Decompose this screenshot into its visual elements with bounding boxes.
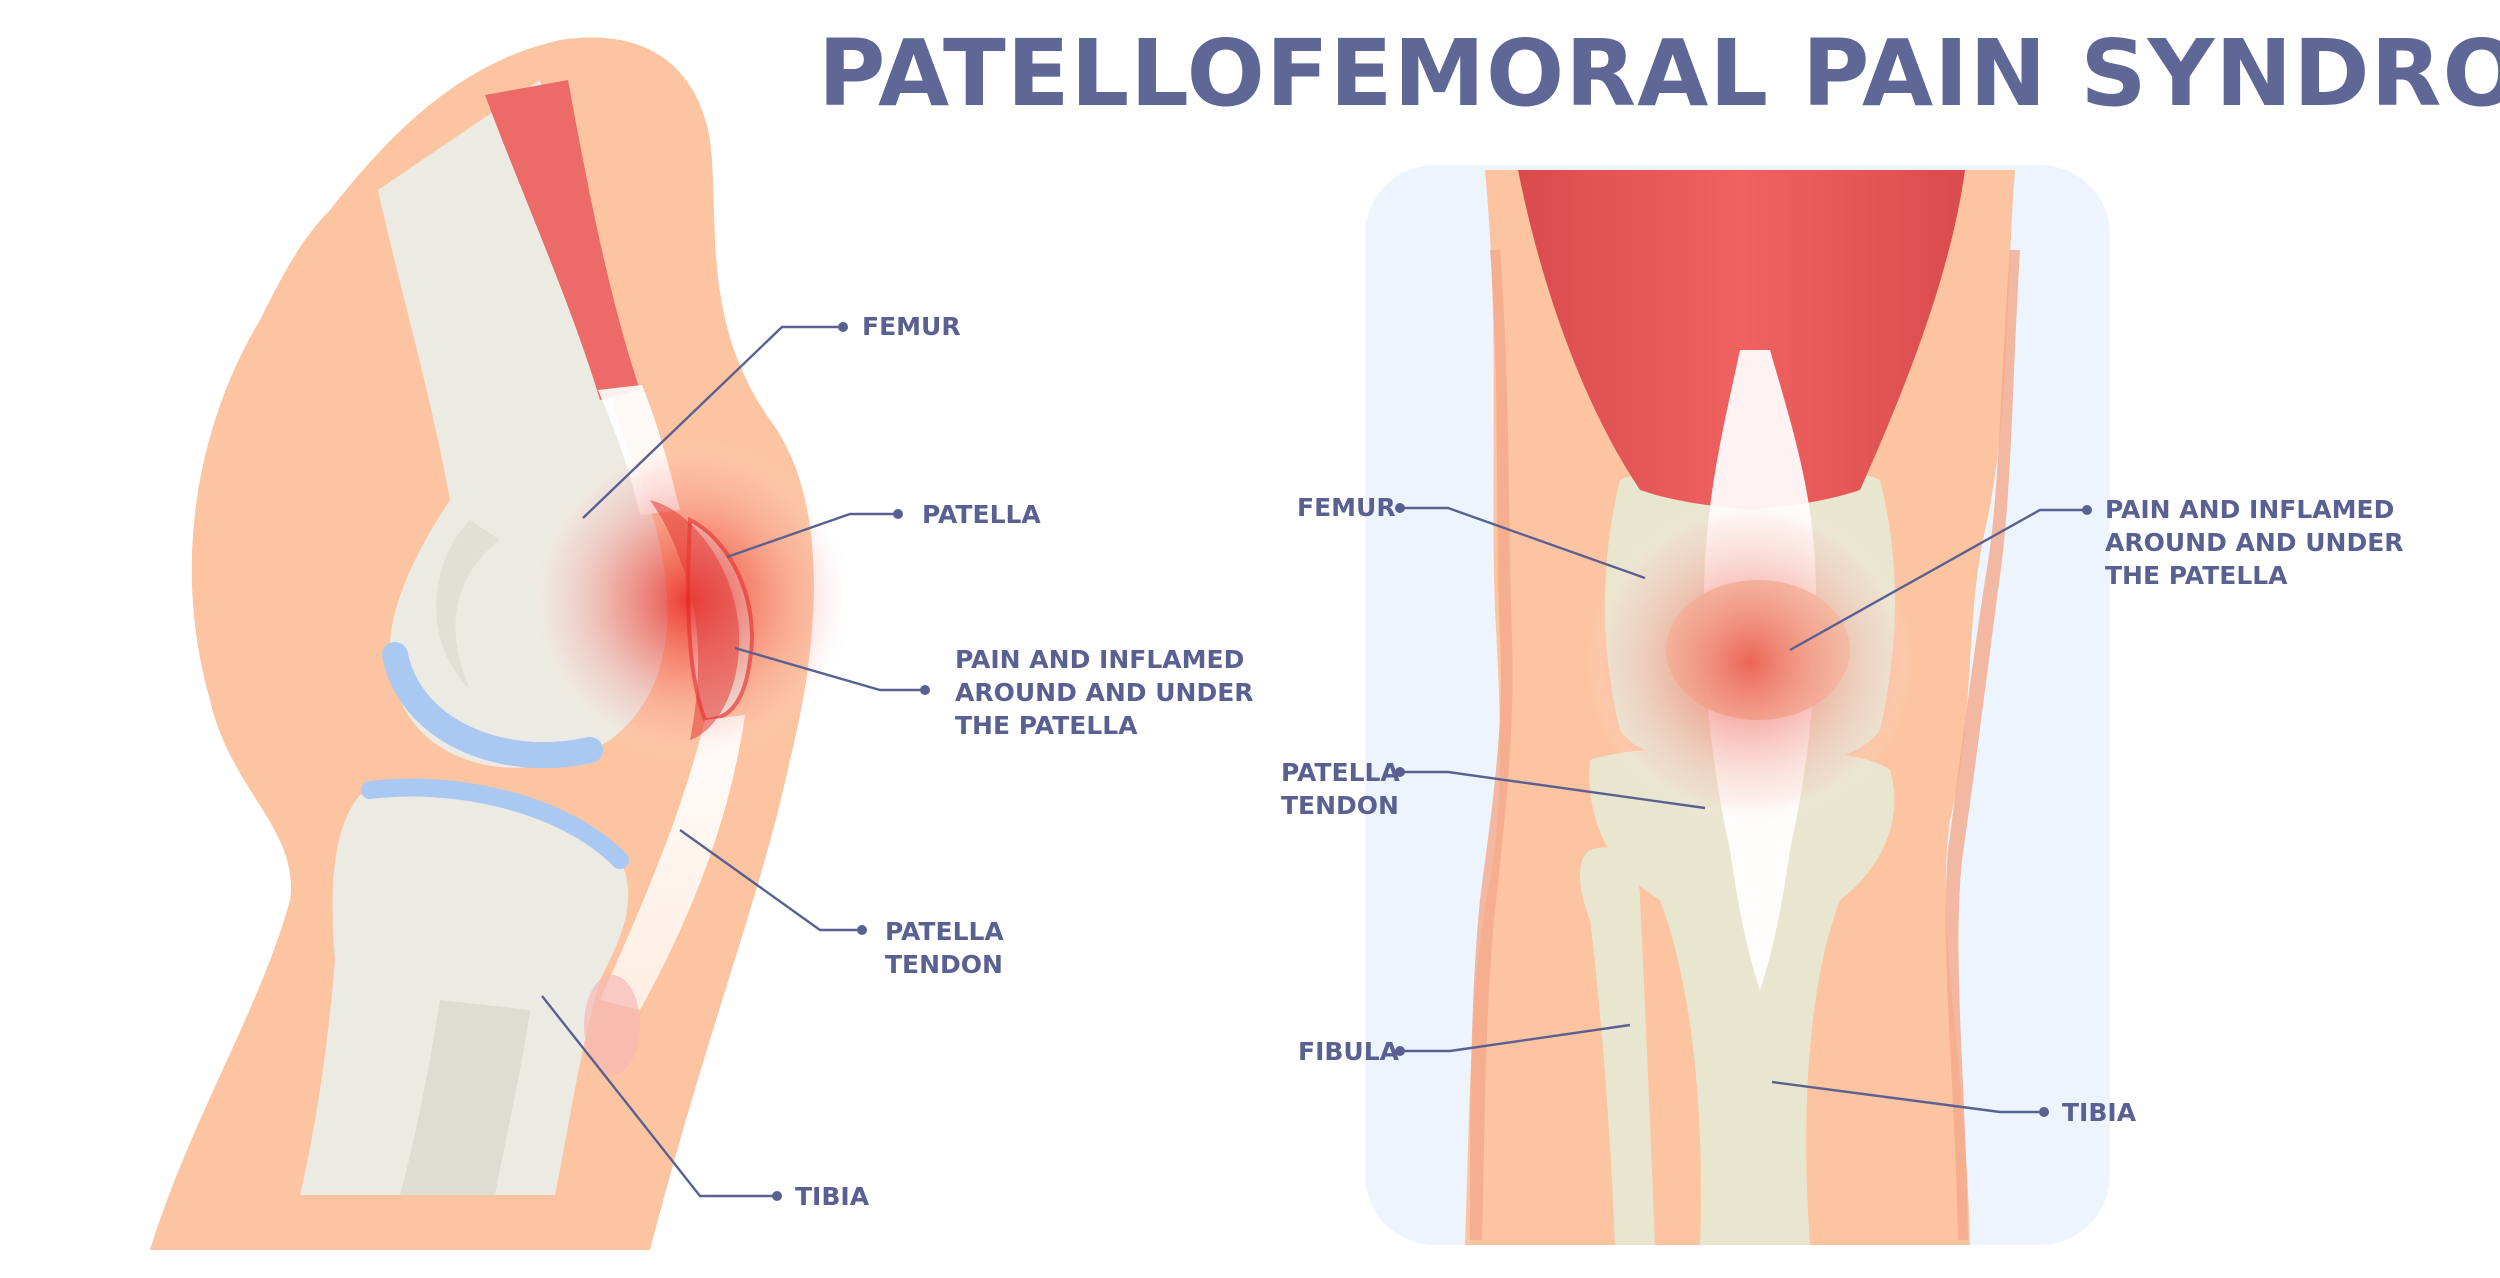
front-tibia-bone <box>1589 746 1895 1245</box>
front-quadriceps-muscle <box>1518 170 1965 510</box>
side-tibial-tuberosity <box>584 975 640 1075</box>
front-label-fibula: FIBULA <box>1298 1037 1400 1066</box>
front-skin-shade-right <box>1945 250 2020 1240</box>
side-leaders <box>541 322 930 1201</box>
front-label-tendon-line2: TENDON <box>1281 791 1399 820</box>
front-label-pain-line1: PAIN AND INFLAMED <box>2105 495 2394 524</box>
front-label-pain-line3: THE PATELLA <box>2105 561 2288 590</box>
side-label-pain-line3: THE PATELLA <box>955 711 1138 740</box>
front-skin-shade-left <box>1470 250 1513 1240</box>
front-fibula-bone <box>1579 847 1655 1245</box>
side-femur-shade <box>436 520 500 690</box>
front-inflammation-glow <box>1585 497 1915 827</box>
side-label-femur: FEMUR <box>862 312 961 341</box>
side-label-pain-line2: AROUND AND UNDER <box>955 678 1254 707</box>
side-femur-cartilage <box>382 642 603 769</box>
front-label-tibia: TIBIA <box>2062 1098 2137 1127</box>
front-label-tendon-line1: PATELLA <box>1281 758 1400 787</box>
side-quadriceps-muscle <box>485 80 640 400</box>
front-view-knee <box>1365 165 2110 1245</box>
side-tibia-bone <box>300 787 629 1195</box>
side-tibia-shade <box>400 1000 530 1195</box>
front-leaders <box>1395 503 2092 1117</box>
side-view-knee <box>150 37 855 1251</box>
side-label-pain-line1: PAIN AND INFLAMED <box>955 645 1244 674</box>
side-inflamed-tissue <box>650 500 740 740</box>
side-tibia-cartilage <box>361 778 629 869</box>
side-label-patella: PATELLA <box>922 500 1041 529</box>
front-label-femur: FEMUR <box>1297 493 1396 522</box>
side-label-tendon-line2: TENDON <box>885 950 1003 979</box>
side-label-tibia: TIBIA <box>795 1182 870 1211</box>
front-label-pain-line2: AROUND AND UNDER <box>2105 528 2404 557</box>
page-title: PATELLOFEMORAL PAIN SYNDROME <box>818 20 2500 127</box>
side-label-tendon-line1: PATELLA <box>885 917 1004 946</box>
side-inflammation-glow <box>525 435 855 765</box>
side-patellar-tendon <box>600 715 745 1010</box>
